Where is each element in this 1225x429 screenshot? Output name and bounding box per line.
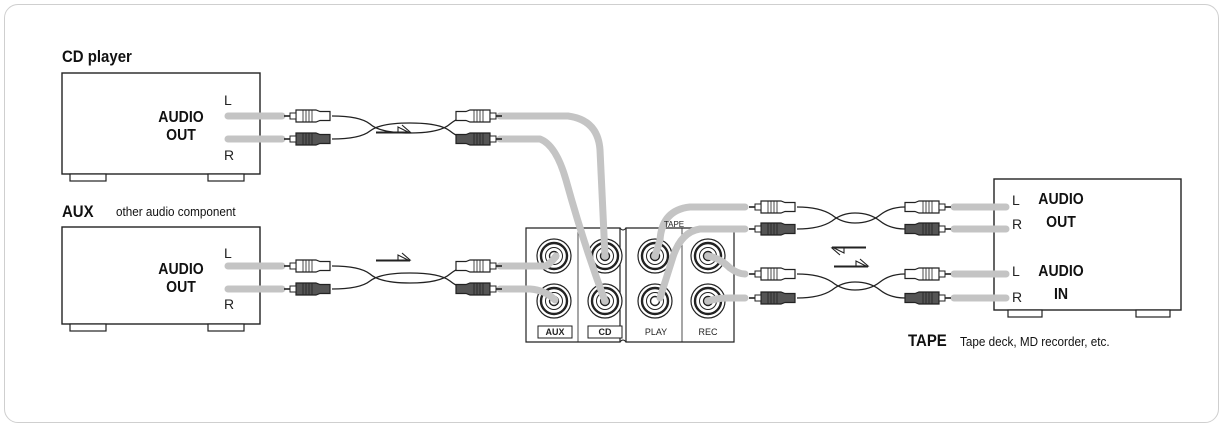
cd-r-plug-right <box>455 132 503 146</box>
tape-out-l-plug-left <box>748 200 796 214</box>
tape-subtitle: Tape deck, MD recorder, etc. <box>960 334 1110 349</box>
tape-title: TAPE <box>908 331 947 350</box>
aux-title: AUX <box>62 202 94 221</box>
tape-out-r-plug-left <box>748 222 796 236</box>
cd-player-box <box>61 72 261 182</box>
tape-in-l-plug-left <box>748 267 796 281</box>
cd-player-label-audio: AUDIO <box>158 109 204 126</box>
tape-in-r-plug-right <box>904 291 952 305</box>
tape-in-l-plug-right <box>904 267 952 281</box>
tape-deck-box <box>993 178 1182 318</box>
panel-cd-label: CD <box>598 327 612 337</box>
tape-out-label-out: OUT <box>1046 214 1076 231</box>
cables <box>224 112 1010 305</box>
tape-in-label-audio: AUDIO <box>1038 263 1084 280</box>
aux-r-plug-right <box>455 282 503 296</box>
tape-play-arrow-icon <box>831 246 867 256</box>
diagram-frame <box>4 4 1219 423</box>
panel-aux-label: AUX <box>545 327 565 337</box>
cd-l-plug-right <box>455 109 503 123</box>
cd-r-plug-left <box>283 132 331 146</box>
tape-out-r-plug-right <box>904 222 952 236</box>
panel-play-label: PLAY <box>644 327 668 337</box>
cd-player-l-label: L <box>224 92 232 108</box>
aux-l-label: L <box>224 245 232 261</box>
aux-r-plug-left <box>283 282 331 296</box>
tape-in-l-label: L <box>1012 263 1020 279</box>
tape-out-r-label: R <box>1012 216 1023 232</box>
aux-l-plug-left <box>283 259 331 273</box>
aux-component-box <box>61 226 261 332</box>
tape-in-label-in: IN <box>1053 286 1069 303</box>
tape-out-l-plug-right <box>904 200 952 214</box>
tape-in-r-plug-left <box>748 291 796 305</box>
aux-label-out: OUT <box>166 279 196 296</box>
cd-player-label-out: OUT <box>166 127 196 144</box>
tape-out-l-label: L <box>1012 192 1020 208</box>
cd-l-plug-left <box>283 109 331 123</box>
cd-player-title: CD player <box>62 47 132 66</box>
tape-rec-arrow-icon <box>833 258 869 268</box>
aux-r-label: R <box>224 296 235 312</box>
cd-player-r-label: R <box>224 147 235 163</box>
tape-in-r-label: R <box>1012 289 1023 305</box>
tape-out-label-audio: AUDIO <box>1038 191 1084 208</box>
aux-l-plug-right <box>455 259 503 273</box>
aux-subtitle: other audio component <box>116 204 236 219</box>
aux-signal-arrow-icon <box>375 252 411 262</box>
panel-rec-label: REC <box>698 327 718 337</box>
aux-label-audio: AUDIO <box>158 261 204 278</box>
panel-tape-header: TAPE <box>663 220 685 229</box>
tape-play-r-jack <box>636 282 674 320</box>
